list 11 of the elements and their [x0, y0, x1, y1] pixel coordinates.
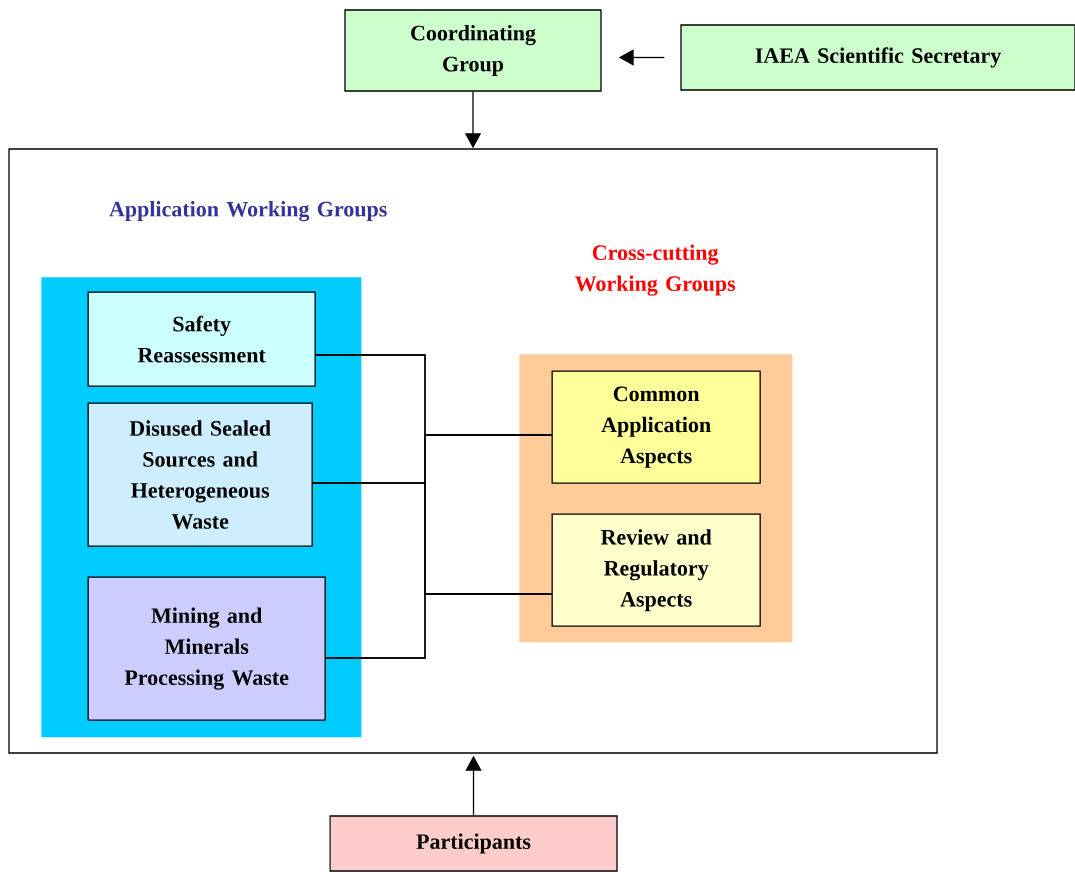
process-box: Review and Regulatory Aspects	[551, 513, 761, 627]
process-box: Safety Reassessment	[87, 291, 316, 387]
connector-line	[325, 593, 553, 659]
process-box: Mining and Minerals Processing Waste	[87, 576, 326, 721]
group-box: Coordinating Group	[344, 9, 602, 92]
secretary-box: IAEA Scientific Secretary	[680, 24, 1075, 91]
participants-box: Participants	[329, 815, 618, 872]
group-heading: Cross-cutting Working Groups	[575, 244, 736, 296]
group-heading: Application Working Groups	[109, 201, 387, 222]
process-box: Common Application Aspects	[551, 370, 761, 484]
process-box: Disused Sealed Sources and Heterogeneous Waste	[87, 402, 313, 547]
